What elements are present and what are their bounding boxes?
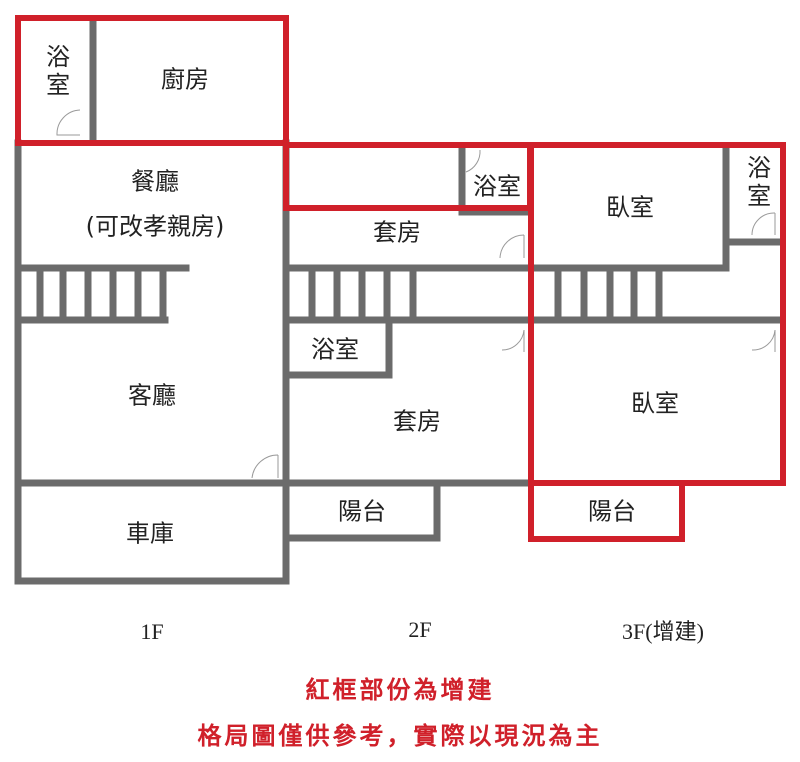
room-label-3f-bedroom-bottom: 臥室 bbox=[631, 389, 679, 418]
floor-caption-3f: 3F(增建) bbox=[622, 619, 704, 644]
room-label-1f-bathroom: 浴室 bbox=[41, 44, 70, 100]
note-disclaimer: 格局圖僅供參考，實際以現況為主 bbox=[197, 721, 603, 750]
room-label-dining-note: (可改孝親房) bbox=[85, 212, 225, 241]
walls-3f bbox=[526, 144, 784, 324]
floor-caption-2f: 2F bbox=[408, 617, 432, 642]
room-label-3f-balcony: 陽台 bbox=[588, 497, 636, 526]
room-label-2f-bathroom-top: 浴室 bbox=[473, 172, 521, 201]
walls-2f bbox=[282, 144, 534, 542]
room-label-3f-bedroom-top: 臥室 bbox=[606, 193, 654, 222]
note-addition: 紅框部份為增建 bbox=[305, 675, 495, 704]
room-label-2f-bathroom-mid: 浴室 bbox=[311, 335, 359, 364]
door-swings bbox=[56, 109, 776, 479]
walls-1f bbox=[14, 18, 290, 585]
room-label-2f-suite-top: 套房 bbox=[373, 218, 421, 247]
room-label-2f-suite-bottom: 套房 bbox=[393, 407, 441, 436]
room-label-kitchen: 廚房 bbox=[161, 65, 209, 94]
room-label-2f-balcony: 陽台 bbox=[338, 497, 386, 526]
floor-caption-1f: 1F bbox=[140, 619, 164, 644]
room-label-3f-bathroom: 浴室 bbox=[742, 155, 771, 211]
room-label-living: 客廳 bbox=[128, 381, 176, 410]
addition-outlines bbox=[15, 15, 786, 542]
room-label-garage: 車庫 bbox=[126, 519, 174, 548]
room-label-dining: 餐廳 bbox=[131, 167, 179, 196]
